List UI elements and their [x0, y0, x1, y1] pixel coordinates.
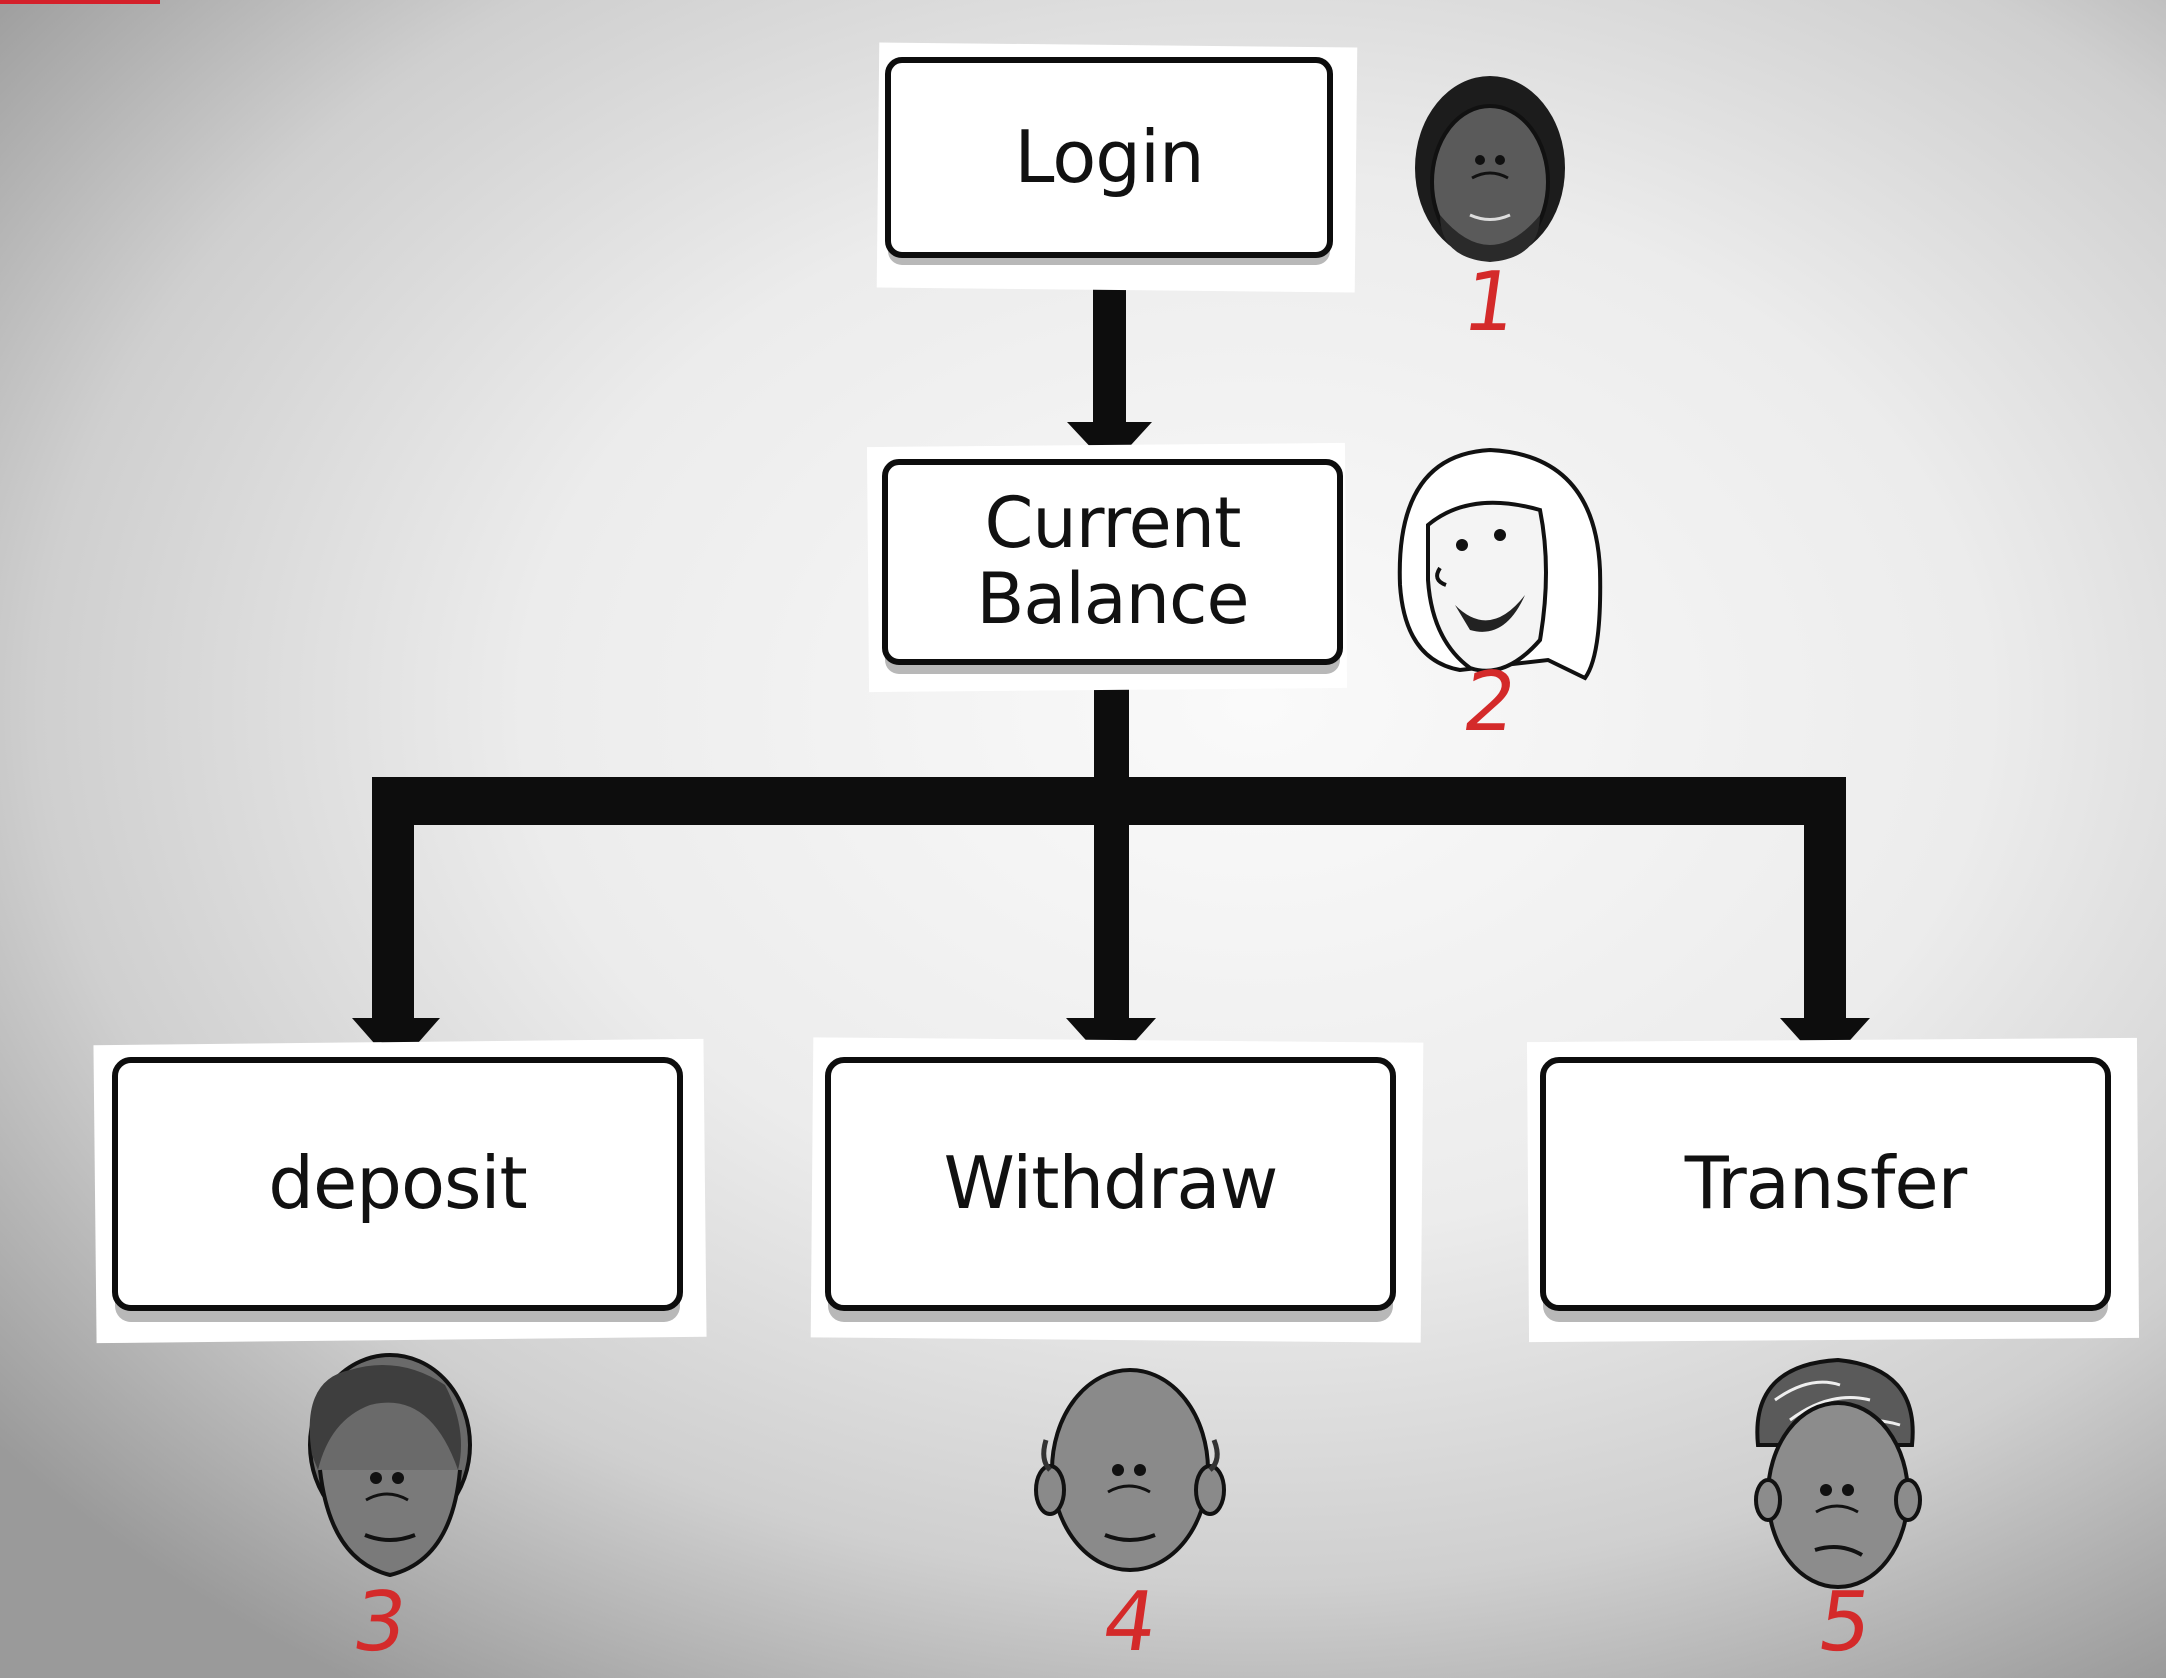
edge-drop-withdraw	[1094, 800, 1129, 1022]
node-deposit-label: deposit	[268, 1141, 528, 1226]
node-current-balance-label: Current Balance	[976, 482, 1249, 640]
person-5-face-icon	[1754, 1357, 1922, 1589]
person-2-number: 2	[1457, 655, 1523, 750]
edge-drop-deposit	[372, 800, 414, 1022]
node-login-label: Login	[1014, 114, 1204, 199]
person-1-face-icon	[1415, 76, 1565, 262]
node-box-login	[876, 42, 1358, 293]
edge-drop-transfer	[1804, 800, 1846, 1022]
person-1-number: 1	[1457, 255, 1523, 350]
person-2-face-icon	[1397, 447, 1603, 681]
node-box-transfer	[1526, 1037, 2140, 1343]
node-box-deposit	[93, 1038, 707, 1344]
person-4-face-icon	[1034, 1368, 1226, 1572]
node-transfer-label: Transfer	[1684, 1141, 1968, 1226]
node-box-withdraw	[810, 1037, 1424, 1343]
person-4-number: 4	[1097, 1575, 1163, 1670]
node-box-current-balance	[866, 442, 1348, 693]
person-3-number: 3	[347, 1575, 413, 1670]
node-withdraw-label: Withdraw	[943, 1141, 1279, 1226]
edge-login-balance	[1093, 265, 1126, 425]
person-3-face-icon	[308, 1353, 472, 1578]
top-left-accent	[0, 0, 160, 4]
person-5-number: 5	[1812, 1575, 1878, 1670]
